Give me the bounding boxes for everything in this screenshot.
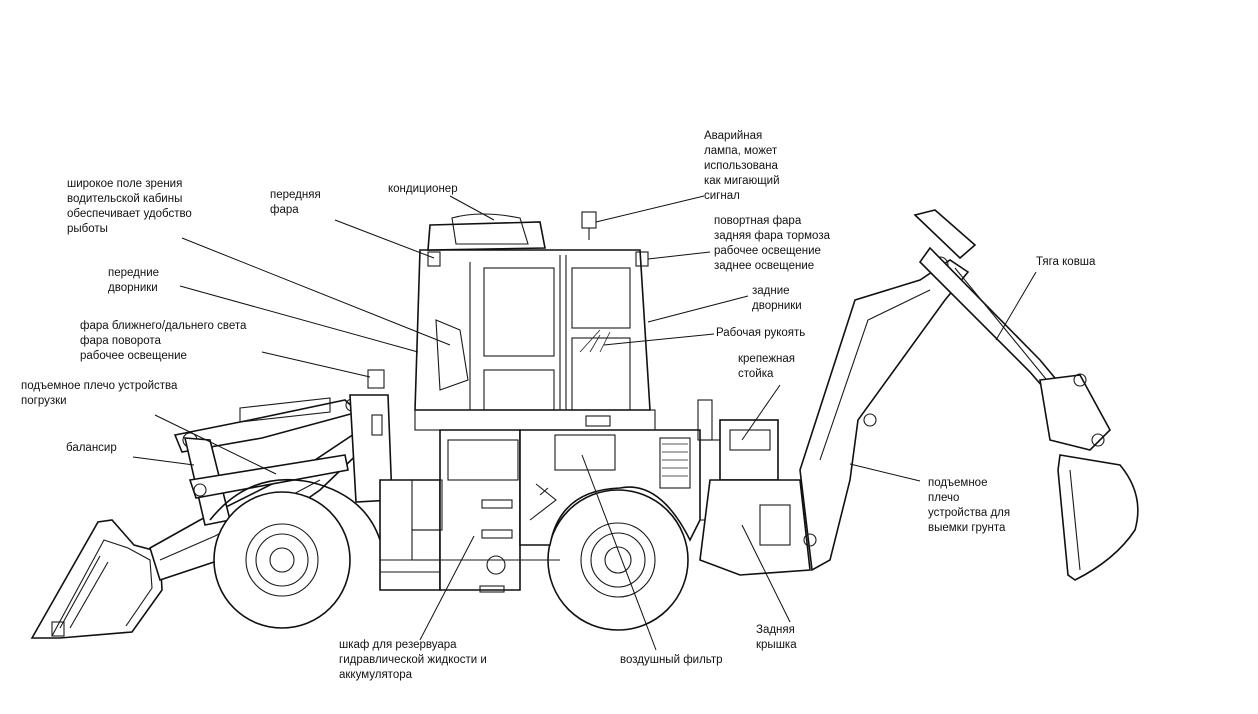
label-lights: фара ближнего/дальнего света фара поворо… xyxy=(80,320,247,362)
label-mount-stand: крепежная стойка xyxy=(738,353,795,380)
leader-lines xyxy=(132,195,1037,651)
label-work-handle: Рабочая рукоять xyxy=(716,327,806,339)
label-hydraulic-cabinet: шкаф для резервуара гидравлической жидко… xyxy=(339,639,487,681)
backhoe-bucket xyxy=(1057,454,1139,581)
label-bucket-link: Тяга ковша xyxy=(1036,256,1096,268)
front-wheel xyxy=(213,491,351,629)
chassis xyxy=(379,429,721,593)
label-front-headlight: передняя фара xyxy=(270,189,321,216)
label-front-wipers: передние дворники xyxy=(108,267,160,294)
label-balancer: балансир xyxy=(66,442,117,454)
cab xyxy=(414,211,656,431)
front-fender xyxy=(209,369,393,541)
label-air-filter: воздушный фильтр xyxy=(620,654,723,666)
front-bucket xyxy=(30,519,163,639)
label-field-of-view: широкое поле зрения водительской кабины … xyxy=(67,178,192,235)
label-rear-lights: повортная фара задняя фара тормоза рабоч… xyxy=(714,215,830,272)
label-air-conditioner: кондиционер xyxy=(388,183,458,195)
rear-wheel xyxy=(547,489,689,631)
label-loader-arm: подъемное плечо устройства погрузки xyxy=(21,380,178,407)
label-rear-cover: Задняя крышка xyxy=(756,624,797,651)
label-rear-wipers: задние дворники xyxy=(752,285,802,312)
label-beacon: Аварийная лампа, может использована как … xyxy=(704,130,780,202)
backhoe-boom xyxy=(799,209,1111,572)
label-digging-arm: подъемное плечо устройства для выемки гр… xyxy=(928,477,1011,534)
